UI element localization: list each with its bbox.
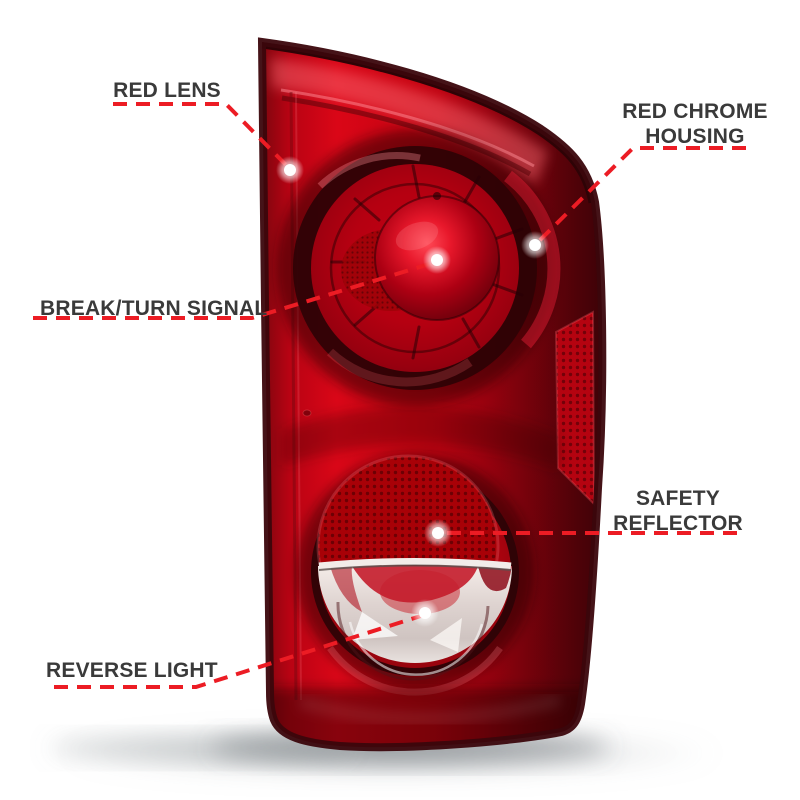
reverse-assembly: [297, 454, 533, 696]
mid-shading: [282, 406, 560, 470]
bezel-crescent: [504, 170, 561, 349]
callout-label-safety-reflector: SAFETY REFLECTOR: [613, 487, 743, 535]
callout-label-red-chrome-housing: RED CHROME HOUSING: [622, 100, 768, 148]
brake-turn-assembly: [277, 130, 561, 406]
callout-label-red-lens: RED LENS: [113, 79, 221, 102]
facet-spokes: [330, 164, 524, 360]
lens-molding-mark: [302, 409, 312, 417]
chrome-trim-line: [318, 558, 512, 570]
callout-label-break-turn-signal: BREAK/TURN SIGNAL: [40, 297, 268, 320]
safety-reflector-area: [316, 454, 500, 566]
callout-label-reverse-light: REVERSE LIGHT: [46, 659, 218, 682]
side-reflector-wedge: [554, 310, 596, 507]
